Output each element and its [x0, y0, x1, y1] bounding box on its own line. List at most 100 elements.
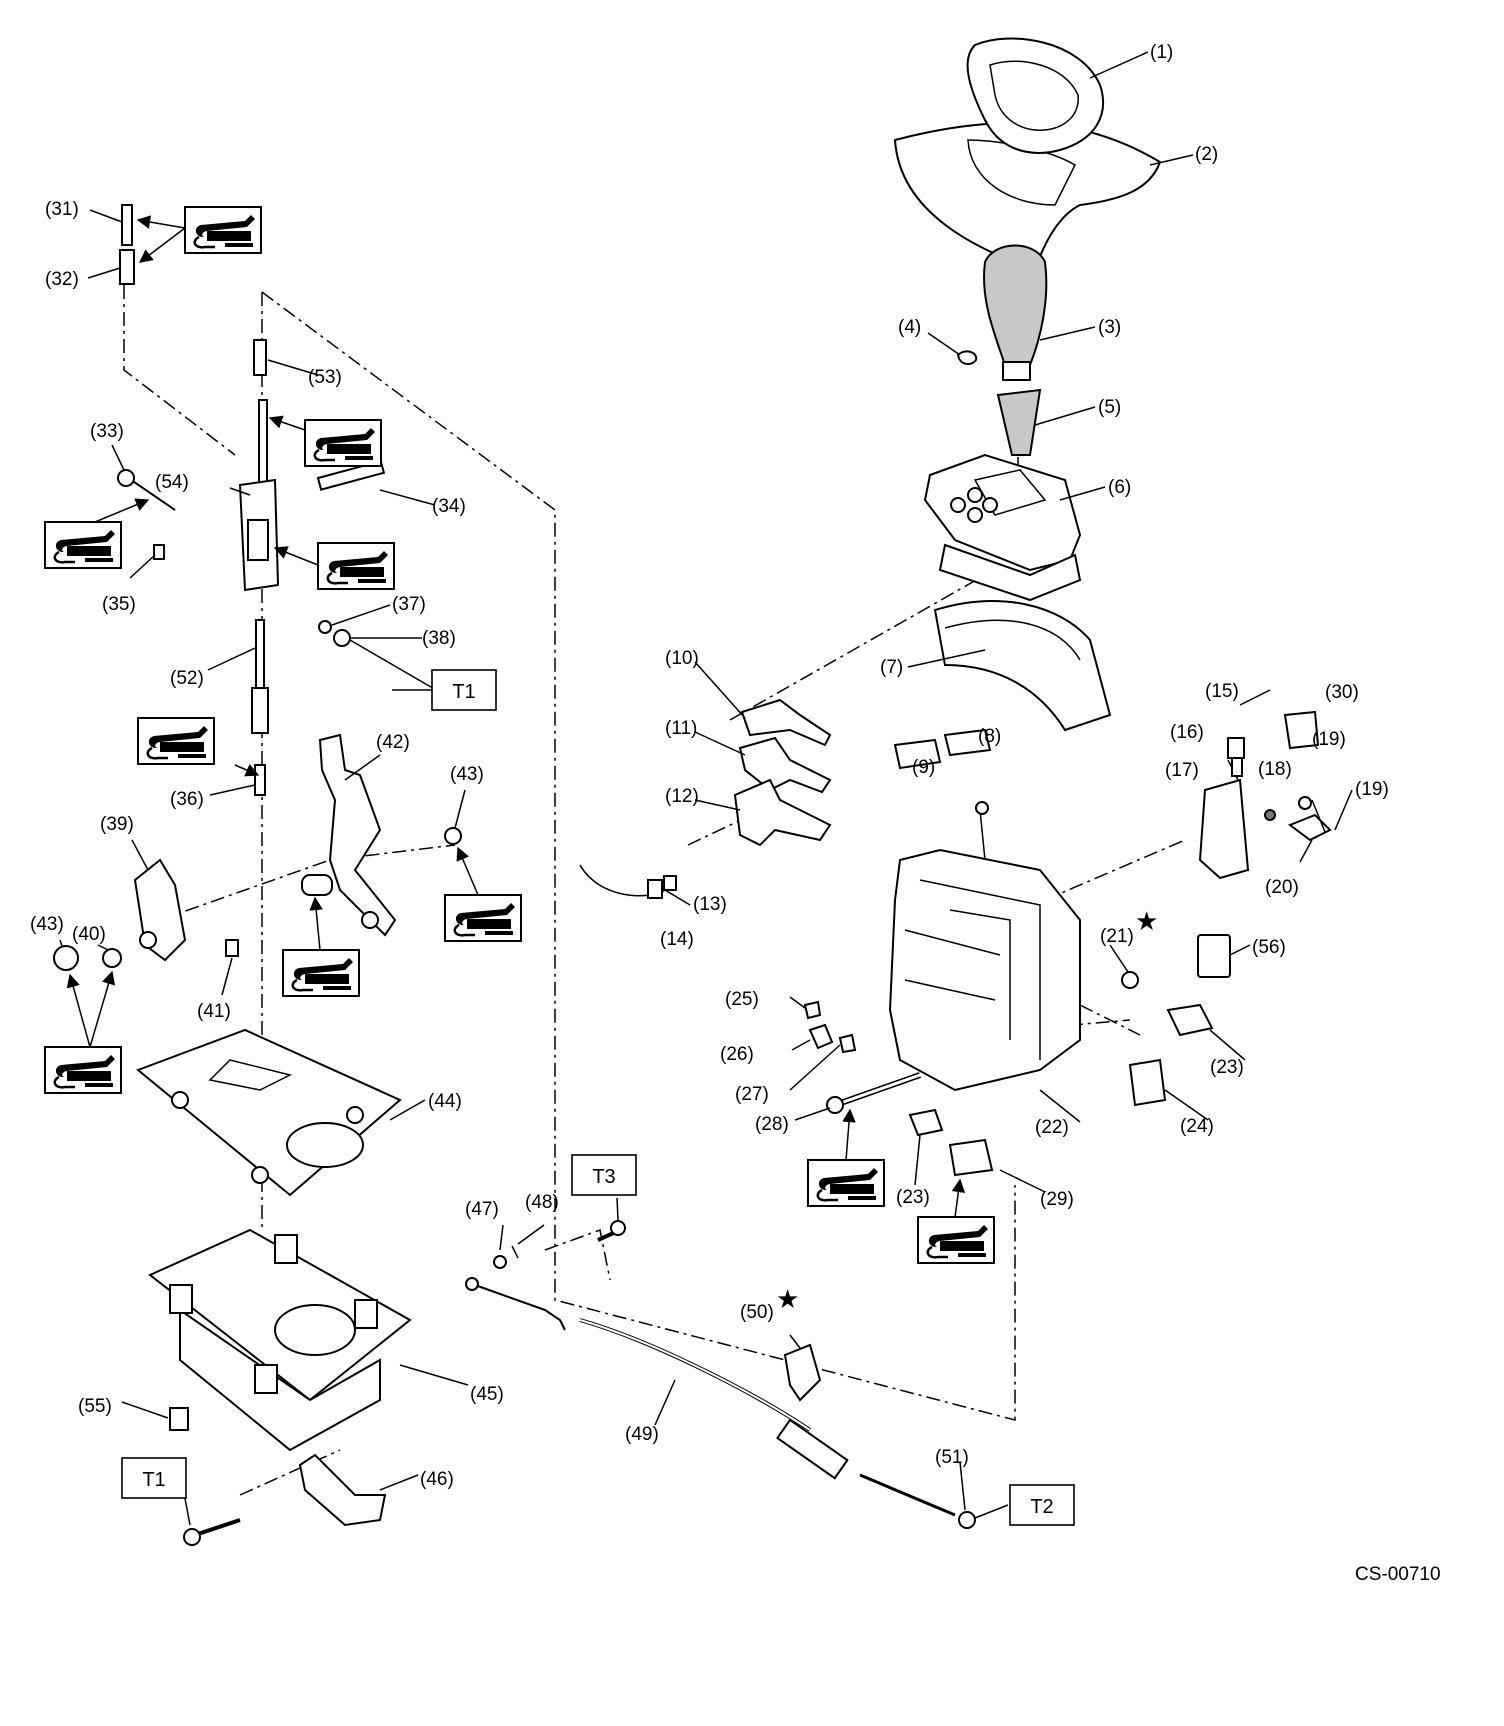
bracket-20 [1287, 813, 1332, 842]
nut-51 [958, 1511, 976, 1529]
callout-labels: (1) (2) (3) (4) (5) (6) (7) (8) (9) (10)… [30, 42, 1389, 1490]
detent-plate-lower [733, 778, 832, 847]
callout-46: (46) [420, 1469, 454, 1490]
callout-50: (50) [740, 1302, 774, 1323]
bolt-33-head [117, 469, 135, 487]
torque-box-t1-upper: T1 [431, 669, 497, 711]
callout-51: (51) [935, 1447, 969, 1468]
callout-28: (28) [755, 1114, 789, 1135]
callout-19a: (19) [1312, 729, 1346, 750]
callout-56: (56) [1252, 937, 1286, 958]
callout-39: (39) [100, 814, 134, 835]
bolt-t3 [597, 1220, 626, 1242]
detent-plate-upper [740, 698, 832, 747]
bushing-55 [169, 1407, 189, 1431]
callout-29: (29) [1040, 1189, 1074, 1210]
bracket-46 [298, 1453, 387, 1527]
callout-44: (44) [428, 1091, 462, 1112]
indicator-lens [893, 738, 942, 770]
callout-41: (41) [197, 1001, 231, 1022]
pin-31 [121, 204, 133, 246]
callout-leaders [59, 51, 1353, 1526]
star-marker-50: ★ [776, 1284, 799, 1314]
washer-21 [1121, 971, 1139, 989]
callout-7: (7) [880, 657, 903, 678]
callout-16: (16) [1170, 722, 1204, 743]
washer-40 [102, 948, 122, 968]
callout-15: (15) [1205, 681, 1239, 702]
label-56 [1197, 934, 1231, 978]
callout-5: (5) [1098, 397, 1121, 418]
spring-36 [254, 764, 266, 796]
callout-32: (32) [45, 269, 79, 290]
callout-26: (26) [720, 1044, 754, 1065]
washer-37 [318, 620, 332, 634]
svg-text:T3: T3 [592, 1166, 615, 1188]
callout-47: (47) [465, 1199, 499, 1220]
shaft-sleeve [301, 874, 333, 896]
callout-40: (40) [72, 924, 106, 945]
callout-45: (45) [470, 1384, 504, 1405]
callout-4: (4) [898, 317, 921, 338]
plate-44 [136, 1028, 402, 1197]
spring-32 [119, 249, 135, 285]
callout-33: (33) [90, 421, 124, 442]
callout-49: (49) [625, 1424, 659, 1445]
torque-box-t2: T2 [1009, 1484, 1075, 1526]
bushing-43-right [444, 827, 462, 845]
shift-lever-sleeve [996, 388, 1042, 456]
callout-36: (36) [170, 789, 204, 810]
clip-35 [153, 544, 165, 560]
bushing-43-left [53, 945, 79, 971]
callout-27: (27) [735, 1084, 769, 1105]
solenoid-30 [1283, 710, 1320, 750]
torque-box-t1-lower: T1 [121, 1457, 187, 1499]
svg-text:T1: T1 [142, 1469, 165, 1491]
callout-24: (24) [1180, 1116, 1214, 1137]
callout-34: (34) [432, 496, 466, 517]
clip-41 [225, 939, 239, 957]
callout-19b: (19) [1355, 779, 1389, 800]
callout-30: (30) [1325, 682, 1359, 703]
lever-39 [133, 858, 187, 962]
washer-19 [1298, 796, 1312, 810]
switch-assembly [1198, 737, 1250, 880]
grease-arrows [66, 215, 966, 1218]
callout-54: (54) [155, 472, 189, 493]
callout-25: (25) [725, 989, 759, 1010]
indicator-light [943, 728, 992, 757]
pin-28 [826, 1072, 921, 1114]
clip-26 [808, 1023, 834, 1050]
callout-38: (38) [422, 628, 456, 649]
torque-box-t3: T3 [571, 1154, 637, 1196]
clip-50 [783, 1343, 822, 1402]
callout-37: (37) [392, 594, 426, 615]
callout-3: (3) [1098, 317, 1121, 338]
callout-42: (42) [376, 732, 410, 753]
small-nut [1264, 809, 1276, 821]
svg-text:T1: T1 [452, 681, 475, 703]
callout-52: (52) [170, 668, 204, 689]
diagram-code: CS-00710 [1355, 1564, 1441, 1585]
svg-text:T2: T2 [1030, 1496, 1053, 1518]
indicator-cover [933, 600, 1112, 732]
callout-23a: (23) [1210, 1057, 1244, 1078]
callout-13: (13) [693, 894, 727, 915]
callout-55: (55) [78, 1396, 112, 1417]
callout-12: (12) [665, 786, 699, 807]
rod-52 [251, 619, 269, 734]
washer-47 [493, 1255, 507, 1269]
clip-27 [838, 1033, 857, 1054]
callout-10: (10) [665, 648, 699, 669]
knob-clip [956, 350, 978, 365]
callout-8: (8) [978, 726, 1001, 747]
connector-24 [1128, 1058, 1167, 1107]
callout-23b: (23) [896, 1187, 930, 1208]
pin-53 [253, 339, 267, 376]
bracket-42 [318, 733, 397, 937]
callout-11: (11) [665, 718, 697, 739]
shift-boot-trim [966, 37, 1105, 154]
block-23-lower [908, 1108, 944, 1137]
callout-43a: (43) [450, 764, 484, 785]
base-45 [148, 1228, 412, 1452]
